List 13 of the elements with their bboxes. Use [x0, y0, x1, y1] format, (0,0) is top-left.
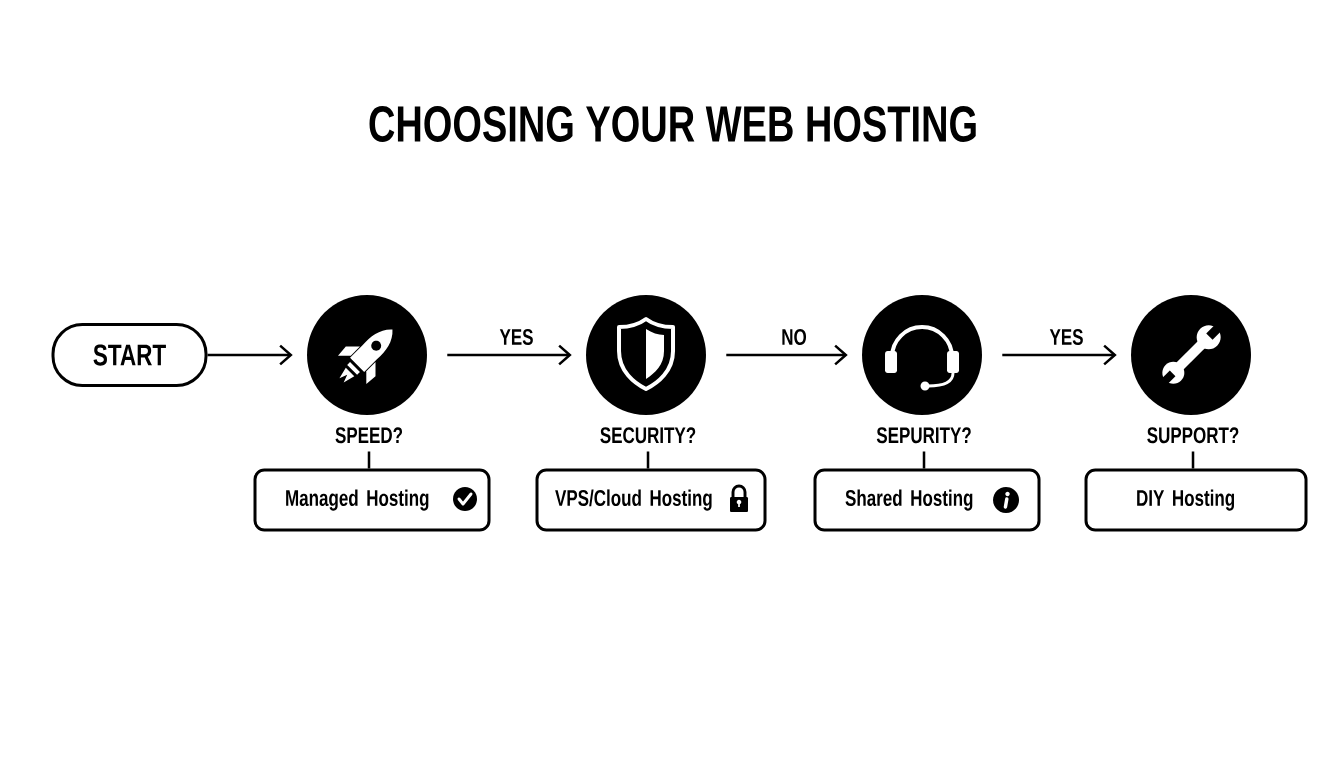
result-box: VPS/Cloud Hosting: [535, 468, 767, 532]
result-box: Shared Hosting: [813, 468, 1041, 532]
start-terminal: START: [51, 323, 208, 387]
question-label: SUPPORT?: [1147, 427, 1239, 444]
edge-label: NO: [779, 327, 809, 347]
edge-label: YES: [498, 327, 535, 347]
result-box: Managed Hosting: [253, 468, 491, 532]
question-label: SECURITY?: [600, 427, 696, 444]
result-box: DIY Hosting: [1084, 468, 1308, 532]
question-label: SEPURITY?: [876, 427, 971, 444]
question-label: SPEED?: [335, 427, 403, 444]
title: CHOOSING YOUR WEB HOSTING: [369, 106, 976, 142]
edge-label: YES: [1048, 327, 1085, 347]
